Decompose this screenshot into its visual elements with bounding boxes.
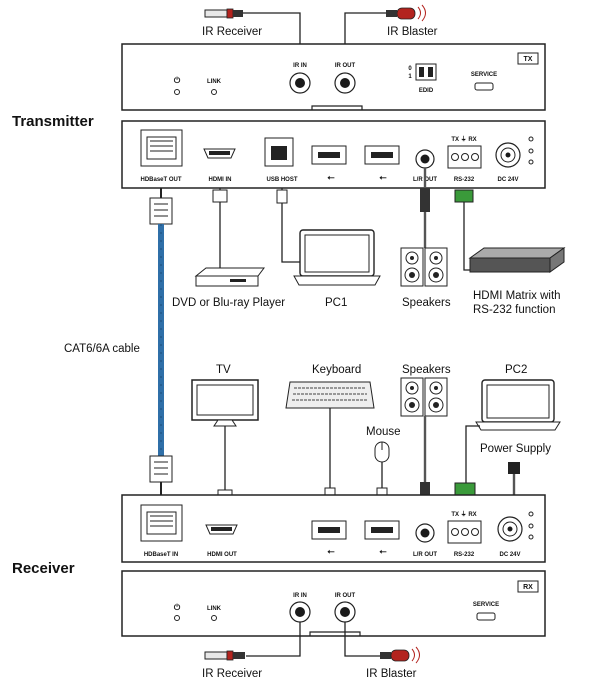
rx-power-icon: ⏻ (174, 603, 181, 612)
tx-rs232-pins: TX ⏚ RX (451, 136, 476, 143)
service-label: SERVICE (471, 72, 497, 78)
rx-rs232-label: RS-232 (454, 552, 475, 558)
matrix-label-2: RS-232 function (473, 304, 555, 316)
speakers-bottom-label: Speakers (402, 364, 451, 376)
power-supply: Power Supply (480, 443, 551, 500)
ir-out-label: IR OUT (335, 63, 356, 69)
tx-usb2-icon: ⭠ (379, 172, 387, 182)
rx-dc-label: DC 24V (499, 552, 520, 558)
edid-pos-0: 0 (408, 66, 412, 72)
dvd-player: DVD or Blu-ray Player (172, 188, 285, 309)
edid-pos-1: 1 (408, 74, 412, 80)
pc1: PC1 (276, 188, 381, 309)
speakers-top-label: Speakers (402, 297, 451, 309)
tx-rs232-label: RS-232 (454, 177, 475, 183)
tv-label: TV (216, 364, 231, 376)
transmitter-title: Transmitter (12, 113, 94, 130)
ir-receiver-bottom: IR Receiver (202, 622, 301, 680)
ir-receiver-bottom-label: IR Receiver (202, 668, 262, 680)
tx-hdmi-label: HDMI IN (209, 177, 232, 183)
ir-blaster-top-label: IR Blaster (387, 26, 438, 38)
cat6-cable: CAT6/6A cable (64, 188, 173, 497)
tv: TV (191, 364, 259, 503)
ir-in-label: IR IN (293, 63, 307, 69)
transmitter-rear-panel: HDBaseT OUT HDMI IN USB HOST ⭠ ⭠ L/R OUT… (121, 120, 546, 189)
pc2-label: PC2 (505, 364, 527, 376)
tx-hdbaset-label: HDBaseT OUT (140, 177, 181, 183)
rx-link-label: LINK (207, 606, 222, 612)
mouse-label: Mouse (366, 426, 401, 438)
transmitter-top-panel: ⏻ LINK IR IN IR OUT 0 1 EDID SERVICE TX (121, 43, 546, 111)
tx-usb1-icon: ⭠ (327, 172, 335, 182)
tx-dc-label: DC 24V (497, 177, 518, 183)
tx-badge: TX (524, 56, 533, 63)
rx-rs232-pins: TX ⏚ RX (451, 511, 476, 518)
keyboard: Keyboard (285, 364, 375, 503)
pc1-label: PC1 (325, 297, 347, 309)
cable-label: CAT6/6A cable (64, 343, 140, 355)
keyboard-label: Keyboard (312, 364, 361, 376)
receiver-rear-panel: HDBaseT IN HDMI OUT ⭠ ⭠ L/R OUT TX ⏚ RX … (121, 494, 546, 563)
rx-ir-out-label: IR OUT (335, 593, 356, 599)
pc2: PC2 (454, 364, 561, 496)
ir-receiver-top-label: IR Receiver (202, 26, 262, 38)
power-icon: ⏻ (174, 76, 181, 85)
rx-usb1-icon: ⭠ (327, 546, 335, 556)
speakers-top: Speakers (400, 168, 451, 309)
power-supply-label: Power Supply (480, 443, 551, 455)
hdmi-matrix: HDMI Matrix with RS-232 function (454, 189, 566, 316)
link-label: LINK (207, 79, 222, 85)
matrix-label-1: HDMI Matrix with (473, 290, 561, 302)
dvd-label: DVD or Blu-ray Player (172, 297, 285, 309)
mouse: Mouse (366, 426, 401, 503)
rx-badge: RX (523, 584, 533, 591)
receiver-top-panel: ⏻ LINK IR IN IR OUT SERVICE RX (121, 570, 546, 637)
ir-blaster-bottom: IR Blaster (344, 622, 420, 680)
rx-hdbaset-label: HDBaseT IN (144, 552, 178, 558)
edid-label: EDID (419, 88, 434, 94)
rx-service-label: SERVICE (473, 602, 499, 608)
speakers-bottom: Speakers (400, 364, 451, 506)
rx-hdmi-label: HDMI OUT (207, 552, 237, 558)
tx-usb-host-label: USB HOST (266, 177, 297, 183)
ir-blaster-bottom-label: IR Blaster (366, 668, 417, 680)
rx-usb2-icon: ⭠ (379, 546, 387, 556)
rx-lr-out-label: L/R OUT (413, 552, 437, 558)
rx-ir-in-label: IR IN (293, 593, 307, 599)
receiver-title: Receiver (12, 560, 75, 577)
